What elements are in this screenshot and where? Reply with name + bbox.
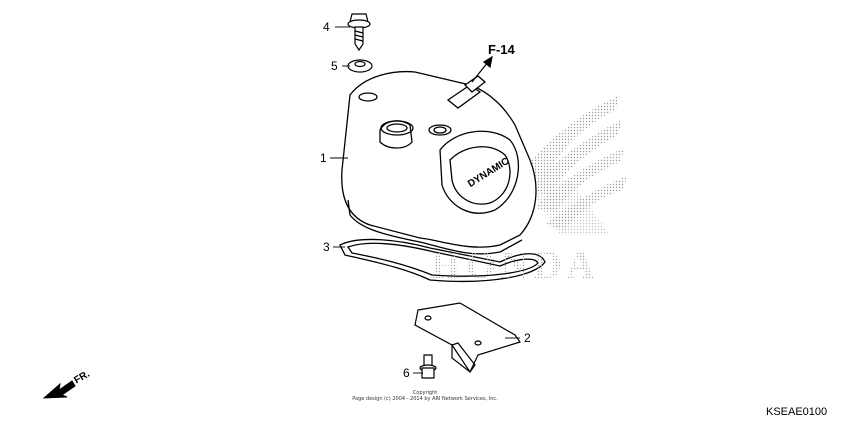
copyright-notice: Copyright Page design (c) 2004 - 2014 by… — [295, 390, 555, 402]
leader-lines — [330, 26, 520, 374]
callout-4: 4 — [323, 20, 330, 34]
reference-arrow — [471, 55, 493, 83]
bracket-part — [414, 302, 521, 374]
copyright-text: Page design (c) 2004 - 2014 by ARI Netwo… — [352, 396, 498, 402]
small-bolt-part — [419, 354, 437, 379]
gasket-part — [339, 238, 546, 283]
cylinder-head-cover — [341, 70, 537, 255]
front-direction-arrow — [42, 380, 76, 399]
callout-2: 2 — [524, 331, 531, 345]
callout-6: 6 — [403, 366, 410, 380]
bolt-part — [347, 13, 371, 52]
diagram-code: KSEAE0100 — [766, 406, 828, 418]
callout-3: 3 — [323, 240, 330, 254]
washer-part — [347, 59, 373, 73]
callout-5: 5 — [331, 59, 338, 73]
honda-wing-watermark — [520, 95, 628, 235]
reference-label: F-14 — [488, 42, 515, 57]
callout-1: 1 — [320, 151, 327, 165]
copyright-title: Copyright — [412, 390, 438, 396]
